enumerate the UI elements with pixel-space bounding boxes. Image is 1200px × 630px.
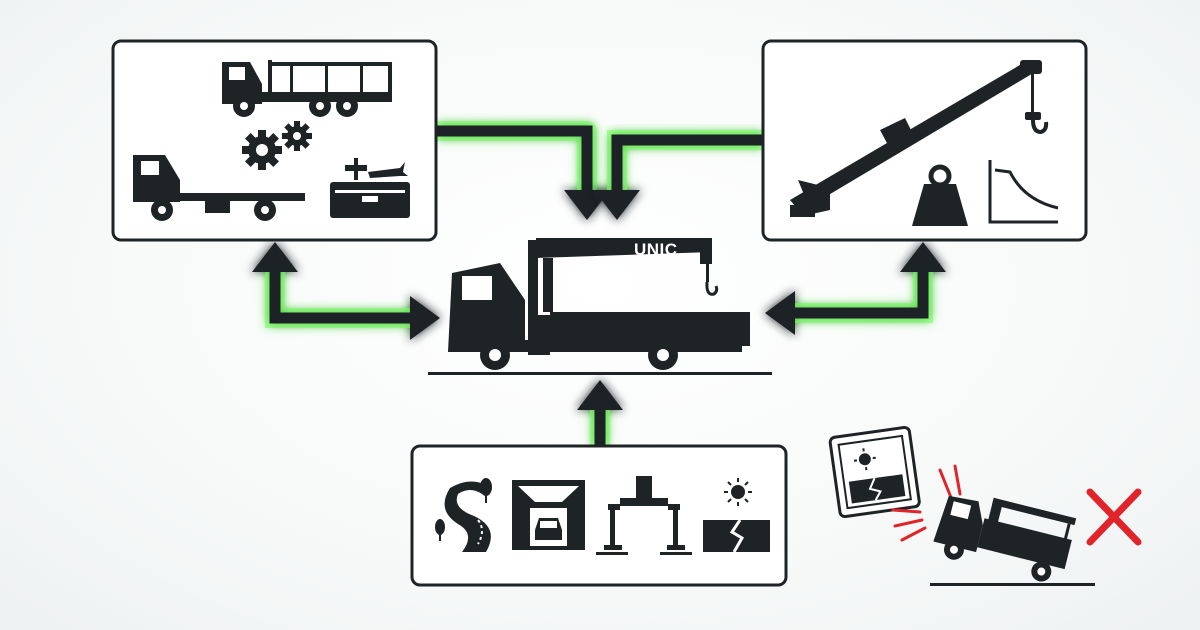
ground-crack-icon <box>703 478 770 553</box>
winding-road-icon <box>435 478 492 552</box>
tool-box-icon <box>330 158 410 218</box>
arrow-truck-selection-link <box>252 242 440 340</box>
crane-boom-icon <box>790 60 1049 217</box>
arrow-crane-capacity-to-center <box>594 130 763 220</box>
flatbed-truck-icon <box>222 60 392 117</box>
tow-truck-icon <box>133 155 305 221</box>
arrow-truck-selection-to-center <box>437 121 610 220</box>
panel-truck-selection <box>111 39 438 242</box>
panel-crane-capacity <box>761 39 1088 242</box>
flow-arrows <box>252 121 946 445</box>
panel-site-conditions <box>410 444 788 587</box>
gears-icon <box>242 121 312 170</box>
crane-boom <box>536 238 712 258</box>
cracked-ground-sign-icon <box>828 425 921 519</box>
tunnel-icon <box>512 480 585 550</box>
arrow-site-conditions-to-center <box>577 380 623 445</box>
impact-lines-icon <box>891 464 962 542</box>
outrigger-icon <box>596 476 692 555</box>
truck-wheels <box>480 340 678 370</box>
warning-ground-line <box>930 583 1095 586</box>
ground-line <box>428 372 772 375</box>
load-chart-icon <box>988 160 1059 224</box>
weight-icon <box>912 164 968 226</box>
x-mark-icon <box>1086 488 1142 546</box>
tipping-truck-icon <box>933 495 1077 582</box>
arrow-crane-capacity-link <box>765 242 946 335</box>
crane-brand-label: UNIC <box>634 240 678 259</box>
tipping-warning <box>828 425 1142 586</box>
crane-truck: UNIC <box>428 238 772 375</box>
